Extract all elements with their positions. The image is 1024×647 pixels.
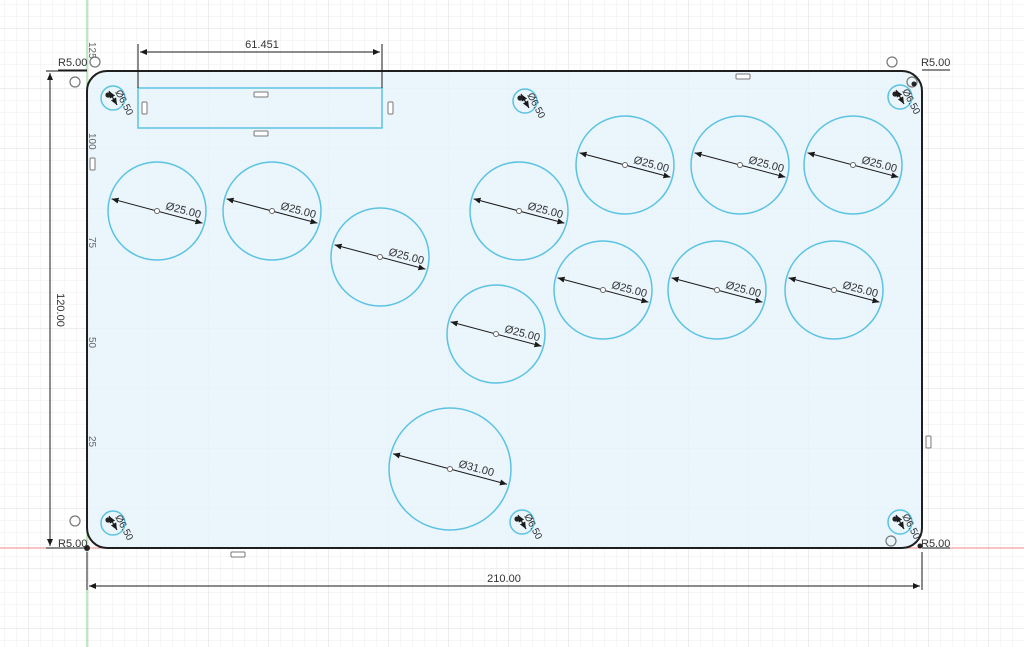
center-point[interactable] [600,287,606,293]
center-point[interactable] [892,516,898,522]
ruler-label: 100 [86,133,97,150]
diameter-leader [517,514,527,530]
diameter-leader [108,90,118,106]
center-point[interactable] [892,91,898,97]
slot-width-dimension [137,44,383,88]
diameter-leader [108,515,118,531]
button-hole-circle[interactable] [222,161,322,261]
radius-label-bottom-left[interactable]: R5.00 [58,538,87,550]
center-point[interactable] [154,208,160,214]
button-hole-circle[interactable] [388,407,512,531]
center-point[interactable] [447,466,453,472]
height-dimension [46,70,87,549]
plate-outline[interactable] [86,70,923,549]
ruler-label: 25 [86,436,97,448]
ruler-labels: 125 100 75 50 25 [86,42,97,448]
width-dimension-label[interactable]: 210.00 [487,573,521,585]
button-hole-circle[interactable] [553,240,653,340]
height-dimension-label[interactable]: 120.00 [54,293,66,327]
center-point[interactable] [737,162,743,168]
center-point[interactable] [831,287,837,293]
mount-hole-circle[interactable] [887,509,913,535]
button-hole-circle[interactable] [690,115,790,215]
corner-constraint-symbols [69,56,918,547]
button-hole-circle[interactable] [803,115,903,215]
mount-hole-circle[interactable] [100,510,126,536]
mount-hole-circle[interactable] [509,509,535,535]
button-hole-circle[interactable] [446,284,546,384]
radius-label-top-right[interactable]: R5.00 [921,57,950,69]
center-point[interactable] [850,162,856,168]
button-hole-circle[interactable] [469,161,569,261]
diameter-leader [520,93,530,109]
button-hole-circle[interactable] [667,240,767,340]
mount-hole-circle[interactable] [887,84,913,110]
constraint-glyphs [89,73,932,558]
ruler-label: 50 [86,337,97,349]
button-hole-circle[interactable] [107,161,207,261]
ruler-label: 125 [86,42,97,59]
ruler-label: 75 [86,237,97,249]
center-point[interactable] [517,95,523,101]
slot-width-label[interactable]: 61.451 [245,39,279,51]
diameter-leader [895,89,905,105]
slot-rectangle[interactable] [137,87,383,129]
center-point[interactable] [714,287,720,293]
mount-hole-circle[interactable] [512,88,538,114]
button-hole-circle[interactable] [575,115,675,215]
center-point[interactable] [269,208,275,214]
center-point[interactable] [516,208,522,214]
width-dimension [86,552,923,590]
diameter-leader [895,514,905,530]
center-point[interactable] [622,162,628,168]
center-point[interactable] [493,331,499,337]
button-hole-circle[interactable] [330,207,430,307]
center-point[interactable] [377,254,383,260]
radius-label-bottom-right[interactable]: R5.00 [921,538,950,550]
center-point[interactable] [514,516,520,522]
button-hole-circle[interactable] [784,240,884,340]
radius-label-top-left[interactable]: R5.00 [58,57,87,69]
center-point[interactable] [105,92,111,98]
center-point[interactable] [105,517,111,523]
mount-hole-circle[interactable] [100,85,126,111]
